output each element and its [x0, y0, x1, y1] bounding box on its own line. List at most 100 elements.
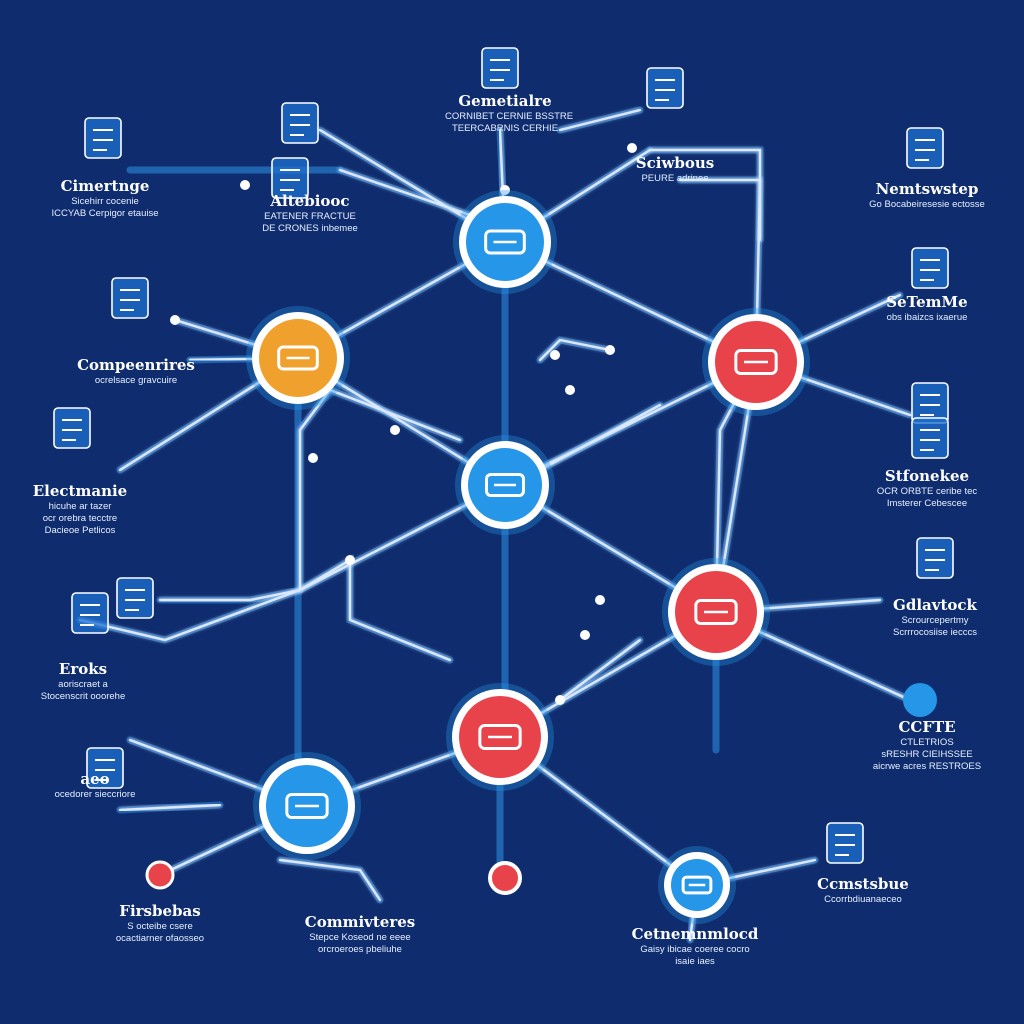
endpoint-dot	[605, 345, 615, 355]
label-title: Firsbebas	[119, 902, 201, 920]
label-subtitle: aicrwe acres RESTROES	[872, 760, 982, 772]
drone-icon	[281, 102, 319, 144]
side-icon-layer	[53, 47, 954, 864]
drone-icon-detail	[290, 114, 310, 136]
endpoint-dot	[595, 595, 605, 605]
label-subtitle: Stepce Koseod ne eeee	[309, 931, 411, 943]
label-subtitle: ICCYAB Cerpigor etauise	[51, 207, 159, 219]
hub-node-right-mid	[662, 558, 770, 666]
robot-arm-icon-body	[111, 277, 149, 319]
label-subtitle: orcroeroes pbeliuhe	[318, 943, 402, 955]
pump-icon-detail	[125, 589, 145, 611]
doorway-icon	[84, 117, 122, 159]
label-title: Commivteres	[304, 913, 416, 931]
gear-icon-body	[911, 417, 949, 459]
label-subtitle: OCR ORBTE ceribe tec	[876, 485, 978, 497]
cart-icon	[916, 537, 954, 579]
label-title: Cimertnge	[60, 177, 150, 195]
label-title: Gemetialre	[458, 92, 552, 110]
gear-icon-detail	[920, 429, 940, 451]
machine-icon-outline	[485, 472, 525, 498]
label-title: Eroks	[58, 660, 108, 678]
label-bottom-2: Commivteres Stepce Koseod ne eeee orcroe…	[300, 913, 420, 956]
endpoint-dot	[345, 555, 355, 565]
flask-icon	[53, 407, 91, 449]
connector-line	[558, 638, 642, 702]
hub-node-bottom-right	[658, 846, 736, 924]
doorway-icon-body	[84, 117, 122, 159]
label-title: CCFTE	[898, 718, 956, 736]
label-subtitle: Gaisy ibicae coeree cocro	[640, 943, 750, 955]
pill-icon-outline	[277, 345, 319, 371]
factory-icon	[734, 348, 778, 376]
label-left-4: Eroks aoriscraet a Stocenscrit ooorehe	[28, 660, 138, 703]
server-icon-body	[911, 382, 949, 424]
worker-icon	[481, 47, 519, 89]
label-subtitle: Sicehirr cocenie	[71, 195, 139, 207]
camera-icon	[906, 127, 944, 169]
hub-node-bottom-left	[253, 752, 361, 860]
cart-icon-body	[916, 537, 954, 579]
pill-icon	[277, 345, 319, 371]
label-title: Cetnemnmlocd	[631, 925, 759, 943]
flask-icon-detail	[62, 419, 82, 441]
hub-node-right	[702, 308, 810, 416]
label-title: Compeenrires	[77, 356, 195, 374]
connector-glow	[296, 553, 454, 664]
label-subtitle: Stocenscrit ooorehe	[40, 690, 126, 702]
truck-icon	[478, 723, 522, 751]
hub-node-top	[453, 190, 557, 294]
label-subtitle: S octeibe csere	[127, 920, 193, 932]
label-title: Nemtswstep	[875, 180, 979, 198]
lab-icon	[646, 67, 684, 109]
camera-icon-body	[906, 127, 944, 169]
label-far-right-1: Nemtswstep Go Bocabeiresesie ectosse	[862, 180, 992, 211]
label-subtitle: DE CRONES inbemee	[262, 222, 358, 234]
connector-glow	[296, 386, 334, 594]
robot-arm-icon-detail	[120, 289, 140, 311]
lab-icon-body	[646, 67, 684, 109]
submarine-icon-body	[271, 157, 309, 199]
label-subtitle: PEURE adrinee	[641, 172, 709, 184]
worker-icon-detail	[490, 59, 510, 81]
connector-line	[558, 108, 642, 132]
label-right-4: Gdlavtock Scrourcepertmy Scrrrocosiise i…	[880, 596, 990, 639]
label-right-2: SeTemMe obs ibaizcs ixaerue	[872, 293, 982, 324]
pump-icon	[116, 577, 154, 619]
hub-node-left	[246, 306, 350, 410]
endpoint-dot	[308, 453, 318, 463]
label-right-5: CCFTE CTLETRIOS sRESHR CIEIHSSEE aicrwe …	[862, 718, 992, 772]
label-top-center: Gemetialre CORNIBET CERNIE BSSTRE TEERCA…	[445, 92, 574, 135]
label-subtitle: EATENER FRACTUE	[264, 210, 356, 222]
label-subtitle: ocactiarner ofaosseo	[115, 932, 205, 944]
red-terminal-dot	[145, 860, 175, 890]
red-terminal-dot	[488, 861, 522, 895]
label-subtitle: obs ibaizcs ixaerue	[886, 311, 968, 323]
doorway-icon-detail	[93, 129, 113, 151]
computer-icon-detail	[920, 259, 940, 281]
hub-node-bottom-center	[446, 683, 554, 791]
connector-line	[538, 403, 662, 472]
endpoint-dot	[390, 425, 400, 435]
label-left-2: Compeenrires ocrelsace gravcuire	[76, 356, 196, 387]
label-subtitle: CORNIBET CERNIE BSSTRE	[445, 110, 574, 122]
endpoint-dot-layer	[145, 143, 937, 895]
blue-terminal-dot	[903, 683, 937, 717]
robot-arm-icon	[111, 277, 149, 319]
connector-line	[538, 338, 612, 362]
connector-line	[298, 388, 332, 592]
fire-hydrant-icon	[484, 229, 526, 255]
label-subtitle: ocrelsace gravcuire	[94, 374, 178, 386]
box-icon-outline	[285, 792, 329, 820]
endpoint-dot	[240, 180, 250, 190]
label-subtitle: Imsterer Cebescee	[886, 497, 968, 509]
label-subtitle: Scrrrocosiise iecccs	[893, 626, 977, 638]
label-top-left-inner: Altebiooc EATENER FRACTUE DE CRONES inbe…	[250, 192, 370, 235]
label-subtitle: isaie iaes	[675, 955, 715, 967]
label-subtitle: ocedorer sieccriore	[54, 788, 136, 800]
flask-icon-body	[53, 407, 91, 449]
refinery-icon-body	[71, 592, 109, 634]
label-right-6: Ccmstsbue Ccorrbdiuanaeceo	[808, 875, 918, 906]
computer-icon	[911, 247, 949, 289]
